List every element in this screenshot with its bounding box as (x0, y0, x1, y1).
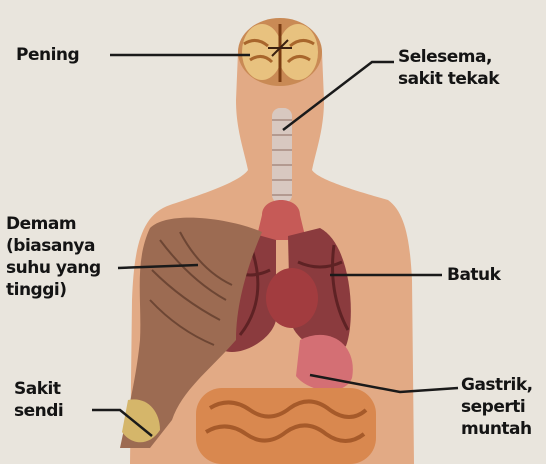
label-gastrik-line1: Gastrik, (461, 374, 533, 396)
label-selesema: Selesema, sakit tekak (398, 46, 499, 90)
label-demam-line4: tinggi) (6, 279, 101, 301)
intestines-icon (196, 388, 376, 464)
label-batuk: Batuk (447, 264, 500, 286)
label-demam-line2: (biasanya (6, 235, 101, 257)
label-sakit-sendi-line2: sendi (14, 400, 63, 422)
label-pening: Pening (16, 44, 79, 66)
brain-icon (238, 18, 322, 86)
label-demam-line1: Demam (6, 213, 101, 235)
label-gastrik: Gastrik, seperti muntah (461, 374, 533, 440)
label-demam: Demam (biasanya suhu yang tinggi) (6, 213, 101, 301)
label-gastrik-line3: muntah (461, 418, 533, 440)
heart-icon (266, 268, 318, 328)
label-sakit-sendi-line1: Sakit (14, 378, 63, 400)
label-selesema-line1: Selesema, (398, 46, 499, 68)
label-demam-line3: suhu yang (6, 257, 101, 279)
label-sakit-sendi: Sakit sendi (14, 378, 63, 422)
throat-icon (272, 108, 292, 203)
label-gastrik-line2: seperti (461, 396, 533, 418)
label-selesema-line2: sakit tekak (398, 68, 499, 90)
